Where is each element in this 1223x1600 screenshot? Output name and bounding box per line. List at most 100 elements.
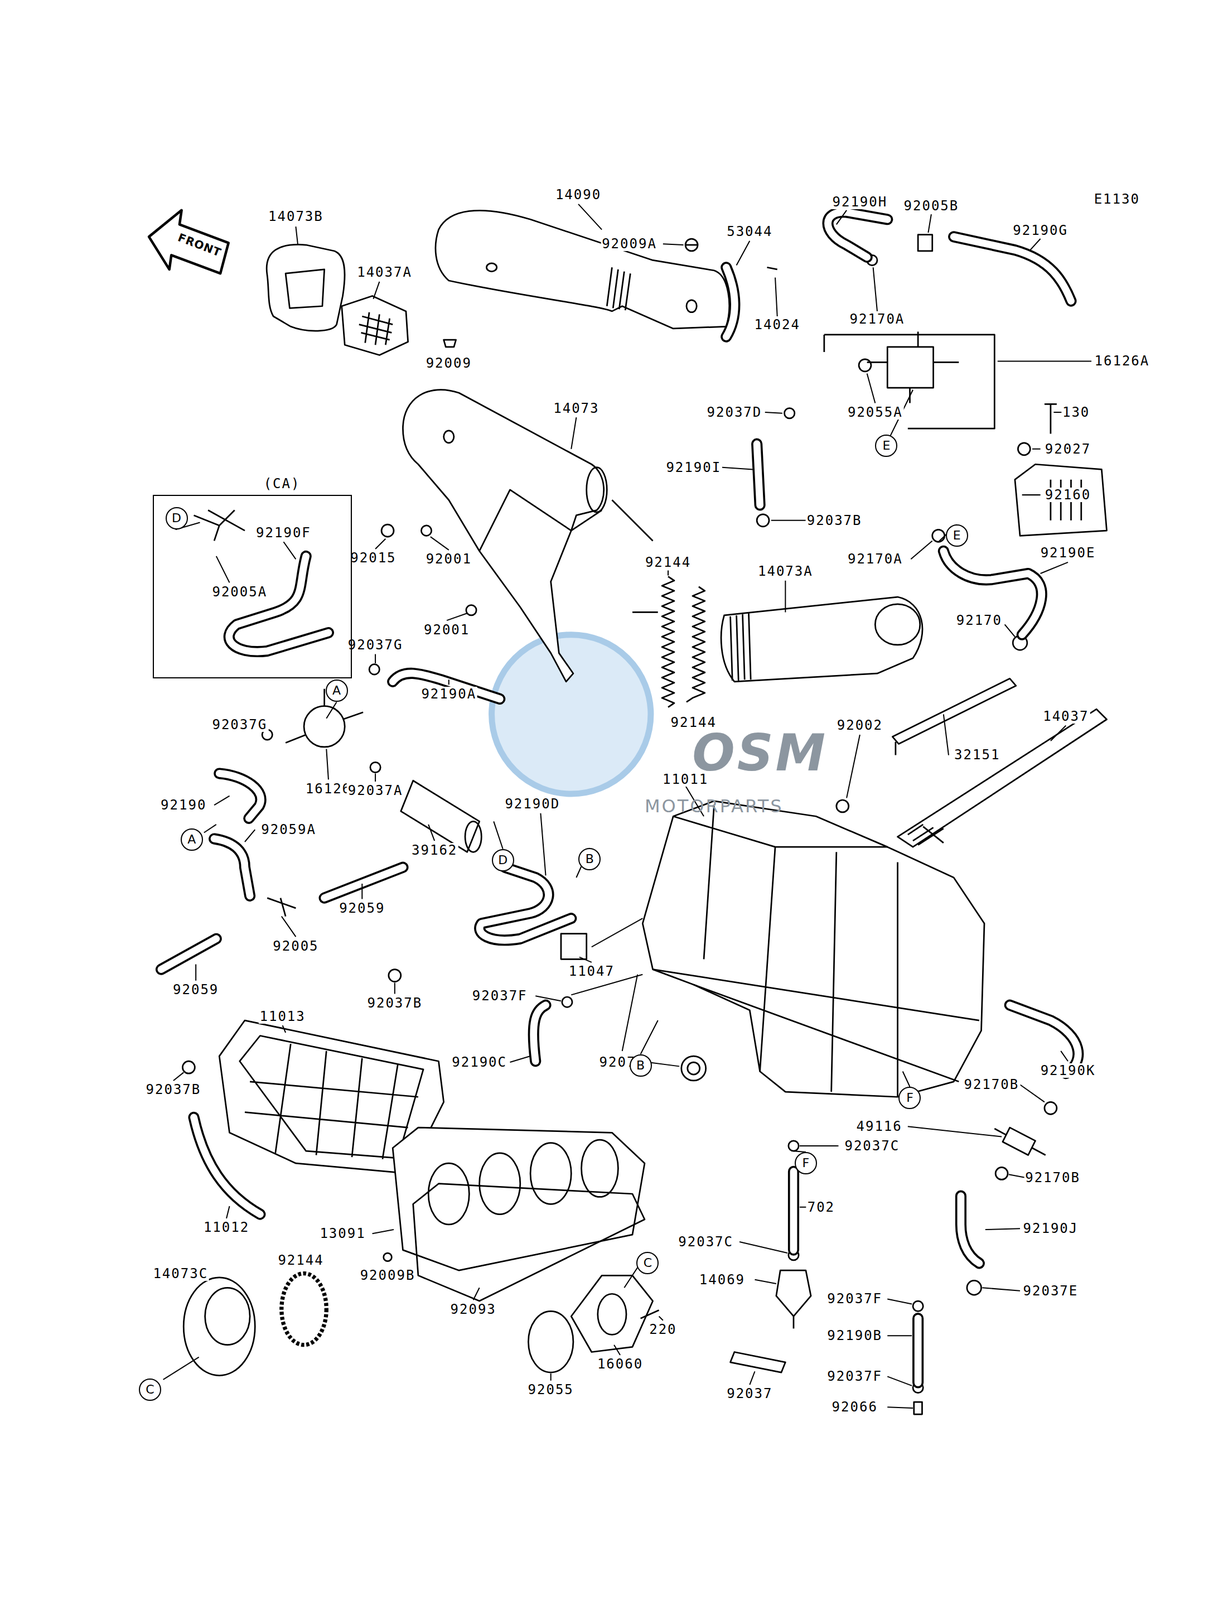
part-number: 92170B [962,1076,1021,1092]
watermark: MOTORPARTS [643,796,785,816]
part-number: 39162 [410,842,459,858]
reference-letter: F [802,1156,810,1169]
reference-circle: A [180,828,203,851]
part-number: 92170A [846,551,905,567]
reference-letter: E [953,529,961,542]
part-number: 92037F [825,1291,884,1306]
part-number: 92037B [805,513,864,528]
part-number: 13091 [318,1225,367,1241]
part-number: 130 [1061,404,1091,420]
part-number: E1130 [1093,191,1142,207]
part-number: 92037 [725,1385,774,1401]
part-number: 92002 [835,717,884,733]
part-number: 92190D [503,796,562,811]
part-number: 92190B [825,1327,884,1343]
part-number: 92005A [210,584,269,599]
part-number: 92001 [424,551,473,567]
reference-letter: E [882,439,891,452]
part-number: 92037B [144,1081,203,1097]
part-number: 92170A [848,311,907,327]
part-number: 14090 [554,187,603,202]
part-number: 92009 [424,355,473,371]
part-number: 92190H [831,194,889,210]
part-number: 92059 [337,900,386,916]
part-number: 11012 [202,1219,251,1235]
part-number: 16060 [596,1356,645,1371]
part-number: 92055 [527,1381,575,1397]
part-number: 16126 [304,781,353,796]
part-number: 14073C [151,1265,210,1281]
part-number: 92037A [346,782,405,798]
part-number: 92170 [955,612,1004,628]
part-number: 14069 [698,1272,747,1287]
part-number: 92037G [210,717,269,732]
reference-circle: B [629,1054,652,1077]
part-number: 92037F [471,988,529,1003]
part-number: 220 [648,1321,678,1337]
part-number: 92055A [846,404,905,420]
reference-circle: C [138,1378,162,1401]
part-number: 92009B [359,1267,417,1283]
reference-circle: E [945,524,969,547]
reference-circle: C [636,1251,659,1274]
part-number: 92190I [664,460,723,475]
reference-circle: E [875,434,898,457]
part-number: 49116 [854,1118,903,1134]
part-number: 11013 [258,1008,307,1024]
reference-letter: C [145,1383,154,1396]
part-number: 92066 [830,1399,879,1414]
reference-circle: B [578,847,601,870]
reference-circle: A [325,679,348,702]
part-number: 92037C [843,1138,901,1153]
part-number: 92190A [419,686,478,702]
part-number: 92190 [159,797,208,812]
part-number: 92005B [902,198,961,214]
part-number: 92005 [271,938,320,954]
detail-heading: (CA) [263,475,301,492]
part-number: 92190C [450,1054,509,1070]
part-number: 92190E [1039,545,1097,560]
part-number: 92059 [171,982,220,997]
part-number: 92093 [449,1301,498,1317]
part-number: 14024 [753,317,802,332]
part-number: 11047 [567,963,616,979]
part-number: 14073B [267,209,325,224]
part-number: 92190K [1039,1062,1097,1078]
part-number: 92170B [1023,1170,1082,1185]
part-number: 92190G [1011,223,1070,238]
part-number: 92059A [259,822,318,837]
reference-letter: B [585,852,594,865]
watermark: OSM [690,727,829,779]
part-number: 92001 [422,622,471,637]
reference-letter: F [906,1091,914,1104]
part-number: 702 [806,1199,836,1215]
part-number: 92037D [706,404,764,420]
part-number: 14073A [756,563,815,579]
part-number: 92037E [1022,1283,1080,1298]
reference-letter: D [498,853,508,867]
reference-letter: A [187,833,196,846]
part-number: 92027 [1043,441,1092,457]
reference-circle: F [898,1086,921,1109]
part-number: 92037G [346,637,405,652]
part-number: 92009A [600,236,659,251]
reference-letter: B [636,1059,645,1072]
part-number: 16126A [1093,353,1152,369]
part-number: 53044 [725,224,774,239]
part-number: 14037 [1041,708,1090,724]
detail-box: (CA)D [152,494,352,679]
reference-letter: C [643,1256,652,1269]
part-number: 92160 [1043,487,1092,502]
part-number: 14073 [552,400,601,416]
part-number: 92144 [276,1252,325,1268]
part-number: 14037A [355,264,414,280]
part-number: 32151 [953,747,1002,762]
part-number: 92037C [677,1234,735,1249]
reference-letter: D [171,511,182,525]
part-number: 92190J [1022,1220,1080,1236]
reference-circle: D [165,506,188,530]
part-number: 92015 [349,550,398,565]
reference-circle: D [491,848,515,872]
reference-letter: A [332,684,341,697]
